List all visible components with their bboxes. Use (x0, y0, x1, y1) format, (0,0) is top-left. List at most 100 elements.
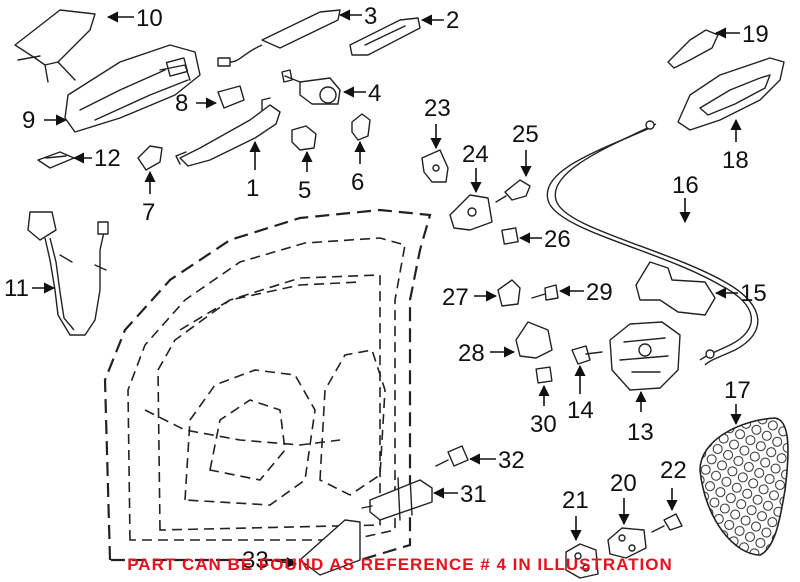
callout-26: 26 (518, 226, 571, 253)
callout-24: 24 (462, 141, 489, 194)
part-5-end-cap (291, 125, 317, 151)
svg-text:15: 15 (740, 280, 767, 307)
part-19-inner-handle-bracket (667, 29, 719, 69)
part-3-handle-sensor (217, 9, 341, 67)
part-29-screw (531, 284, 559, 301)
callout-23: 23 (424, 95, 451, 150)
part-14-bolt (571, 345, 603, 365)
svg-text:14: 14 (567, 397, 594, 424)
callout-13: 13 (627, 390, 654, 446)
callout-10: 10 (106, 5, 163, 32)
callout-11: 11 (4, 275, 56, 302)
callout-4: 4 (342, 80, 381, 107)
part-12-clip (37, 151, 75, 169)
part-28-bracket (515, 321, 553, 359)
part-33-trim-piece (299, 519, 361, 576)
svg-text:33: 33 (242, 547, 269, 574)
callout-8: 8 (175, 90, 218, 117)
callout-25: 25 (512, 121, 539, 178)
part-23-bracket (421, 149, 449, 183)
callout-5: 5 (298, 150, 313, 204)
svg-text:16: 16 (672, 172, 699, 199)
callout-30: 30 (530, 384, 557, 438)
callout-6: 6 (351, 140, 366, 196)
callout-7: 7 (142, 170, 156, 226)
part-25-bolt (495, 179, 531, 203)
svg-text:11: 11 (4, 275, 29, 302)
svg-text:13: 13 (627, 419, 654, 446)
part-10-carrier-bracket (14, 9, 96, 83)
svg-text:19: 19 (742, 21, 769, 48)
callout-17: 17 (724, 377, 751, 426)
part-32-bolt (435, 445, 469, 467)
part-18-inner-handle (677, 57, 785, 131)
svg-text:23: 23 (424, 95, 451, 122)
svg-text:26: 26 (544, 226, 571, 253)
part-11-cable-rod (27, 211, 109, 336)
part-31-door-check (361, 475, 433, 521)
part-16-release-cable (546, 120, 759, 366)
callout-14: 14 (567, 364, 594, 424)
callout-31: 31 (432, 481, 487, 508)
svg-text:12: 12 (94, 145, 121, 172)
svg-text:9: 9 (22, 107, 35, 134)
part-20-hinge-plate (607, 527, 647, 559)
svg-text:5: 5 (298, 177, 311, 204)
svg-text:20: 20 (610, 470, 637, 497)
callout-19: 19 (714, 21, 769, 48)
svg-text:8: 8 (175, 90, 188, 117)
callout-12: 12 (72, 145, 121, 172)
callout-18: 18 (722, 118, 749, 174)
svg-text:6: 6 (351, 169, 364, 196)
part-13-door-latch (609, 321, 681, 391)
part-22-bolt (651, 513, 683, 533)
svg-text:10: 10 (136, 5, 163, 32)
callout-29: 29 (558, 279, 613, 306)
svg-text:7: 7 (142, 199, 155, 226)
callout-22: 22 (660, 457, 687, 512)
svg-text:4: 4 (368, 80, 381, 107)
svg-text:27: 27 (442, 284, 469, 311)
callout-3: 3 (338, 3, 377, 30)
svg-text:21: 21 (562, 487, 589, 514)
svg-text:17: 17 (724, 377, 751, 404)
part-26-pad (501, 227, 519, 245)
part-24-striker-plate (449, 194, 493, 231)
part-9-handle-frame (64, 44, 201, 133)
part-1-outer-handle (175, 97, 281, 167)
callout-2: 2 (420, 7, 459, 34)
callout-9: 9 (22, 107, 68, 134)
part-6-cover-cap (351, 113, 371, 141)
callout-32: 32 (468, 447, 525, 474)
callout-16: 16 (672, 172, 699, 224)
part-30-pad (535, 366, 553, 384)
svg-text:31: 31 (460, 481, 487, 508)
svg-text:18: 18 (722, 147, 749, 174)
svg-text:1: 1 (246, 175, 259, 202)
svg-text:24: 24 (462, 141, 489, 168)
door-shell (103, 208, 432, 562)
svg-text:29: 29 (586, 279, 613, 306)
part-15-lock-bracket (635, 261, 716, 316)
part-8-gasket (217, 85, 245, 109)
svg-text:30: 30 (530, 411, 557, 438)
callout-27: 27 (442, 284, 498, 311)
part-17-speaker-grille (699, 417, 789, 556)
callout-33: 33 (242, 547, 298, 574)
part-4-lock-cylinder (281, 69, 341, 105)
callout-1: 1 (246, 140, 261, 202)
svg-text:3: 3 (364, 3, 377, 30)
svg-text:2: 2 (446, 7, 459, 34)
svg-text:28: 28 (458, 340, 485, 367)
reference-notice: PART CAN BE FOUND AS REFERENCE # 4 IN IL… (127, 555, 673, 574)
part-2-handle-cover (349, 17, 421, 56)
callout-20: 20 (610, 470, 637, 526)
part-21-hinge-plate (565, 543, 599, 579)
svg-text:25: 25 (512, 121, 539, 148)
callout-21: 21 (562, 487, 589, 542)
svg-text:22: 22 (660, 457, 687, 484)
part-7-seal (137, 145, 163, 171)
callout-15: 15 (714, 280, 767, 307)
callout-28: 28 (458, 340, 516, 367)
